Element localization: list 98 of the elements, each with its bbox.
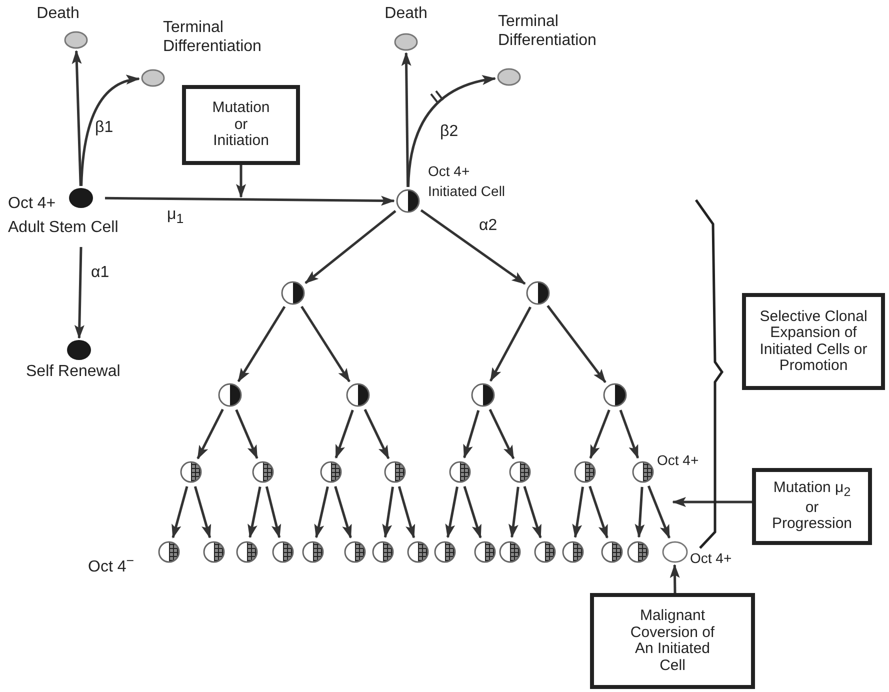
hatched-cell — [302, 541, 324, 563]
arrow — [196, 408, 224, 460]
box-text: Malignant Coversion of An Initiated Cell — [629, 608, 716, 674]
hatched-cell — [632, 461, 654, 483]
arrow — [490, 306, 532, 382]
arrow — [265, 486, 282, 538]
hatched-cell — [574, 461, 596, 483]
arrow — [172, 486, 188, 538]
cell-label: Self Renewal — [26, 362, 122, 382]
arrow — [304, 210, 396, 284]
hatched-cell — [407, 541, 429, 563]
hatched-cell — [384, 461, 406, 483]
cell-label: Terminal Differentiation — [498, 12, 598, 50]
box-text: Mutation or Initiation — [211, 100, 271, 150]
arrow — [334, 486, 352, 539]
cell — [141, 69, 165, 87]
arrow — [589, 409, 610, 459]
arrow — [80, 76, 140, 186]
cell-label: Oct 4+ — [8, 194, 57, 214]
arrow — [248, 486, 262, 538]
hatched-cell — [372, 541, 394, 563]
text-box — [590, 593, 755, 689]
cell — [64, 31, 88, 49]
arrow — [463, 410, 480, 459]
cell-label: Terminal Differentiation — [163, 18, 262, 56]
hatched-cell — [158, 541, 180, 563]
arrow — [572, 486, 584, 538]
arrow — [420, 209, 526, 285]
arrow — [619, 410, 640, 459]
arrow — [670, 564, 680, 594]
arrow — [72, 50, 82, 186]
arrow — [334, 410, 354, 459]
hatched-cell — [320, 461, 342, 483]
hatched-cell — [509, 461, 531, 483]
arrow — [236, 165, 246, 198]
hatched-cell — [499, 541, 521, 563]
half-filled-cell — [346, 383, 370, 407]
hatched-cell — [180, 461, 202, 483]
cell-label: Adult Stem Cell — [8, 218, 120, 238]
rate-label: β1 — [95, 118, 114, 138]
arrow — [546, 305, 606, 384]
arrow — [74, 246, 84, 339]
cell-label: Oct 4+ — [428, 163, 471, 180]
half-filled-cell — [471, 383, 495, 407]
hatched-cell — [434, 541, 456, 563]
half-filled-cell — [396, 189, 420, 213]
hatched-cell — [601, 541, 623, 563]
half-filled-cell — [281, 281, 305, 305]
hatched-cell — [272, 541, 294, 563]
box-text: Selective Clonal Expansion of Initiated Cells or Promotion — [758, 308, 868, 374]
arrow — [672, 497, 752, 507]
hatched-cell — [252, 461, 274, 483]
text-box — [182, 85, 300, 165]
arrow — [407, 76, 496, 188]
box-text: Mutation μ$_{2}$ or Progression — [770, 480, 854, 533]
cell-label: Oct 4+ — [657, 452, 700, 469]
arrow — [647, 485, 670, 539]
text-box — [752, 468, 872, 545]
hatched-cell — [474, 541, 496, 563]
hatched-cell — [627, 541, 649, 563]
empty-cell — [662, 541, 688, 563]
arrow — [401, 52, 412, 188]
cell — [497, 68, 521, 86]
arrow — [237, 306, 286, 382]
cell-label: Death — [36, 4, 80, 24]
arrow — [300, 306, 350, 382]
cell-label: Initiated Cell — [428, 183, 506, 200]
solid-cell — [67, 340, 91, 360]
half-filled-cell — [218, 383, 242, 407]
arrow — [588, 486, 608, 539]
cell — [394, 33, 418, 51]
hatched-cell — [534, 541, 556, 563]
arrow — [463, 486, 482, 539]
arrow — [398, 486, 416, 539]
cell-label: Death — [384, 4, 428, 24]
arrow — [235, 409, 258, 460]
arrow — [445, 486, 458, 538]
half-filled-cell — [526, 281, 550, 305]
half-filled-cell — [603, 383, 627, 407]
hatched-cell — [203, 541, 225, 563]
arrow — [508, 486, 520, 538]
arrow — [364, 408, 390, 460]
solid-cell — [69, 188, 93, 208]
hatched-cell — [236, 541, 258, 563]
text-box — [742, 293, 885, 390]
rate-label: β2 — [440, 122, 458, 142]
cell-label: Oct 4+ — [690, 550, 733, 567]
cell-label: Oct 4$^{−}$ — [88, 553, 136, 577]
hatched-cell — [449, 461, 471, 483]
arrow — [314, 486, 329, 538]
hatched-cell — [562, 541, 584, 563]
arrow — [634, 486, 645, 538]
hatched-cell — [344, 541, 366, 563]
arrow — [523, 486, 542, 539]
arrow — [382, 486, 394, 538]
arrow — [488, 408, 515, 460]
arrow — [194, 486, 212, 539]
arrow — [104, 196, 395, 206]
